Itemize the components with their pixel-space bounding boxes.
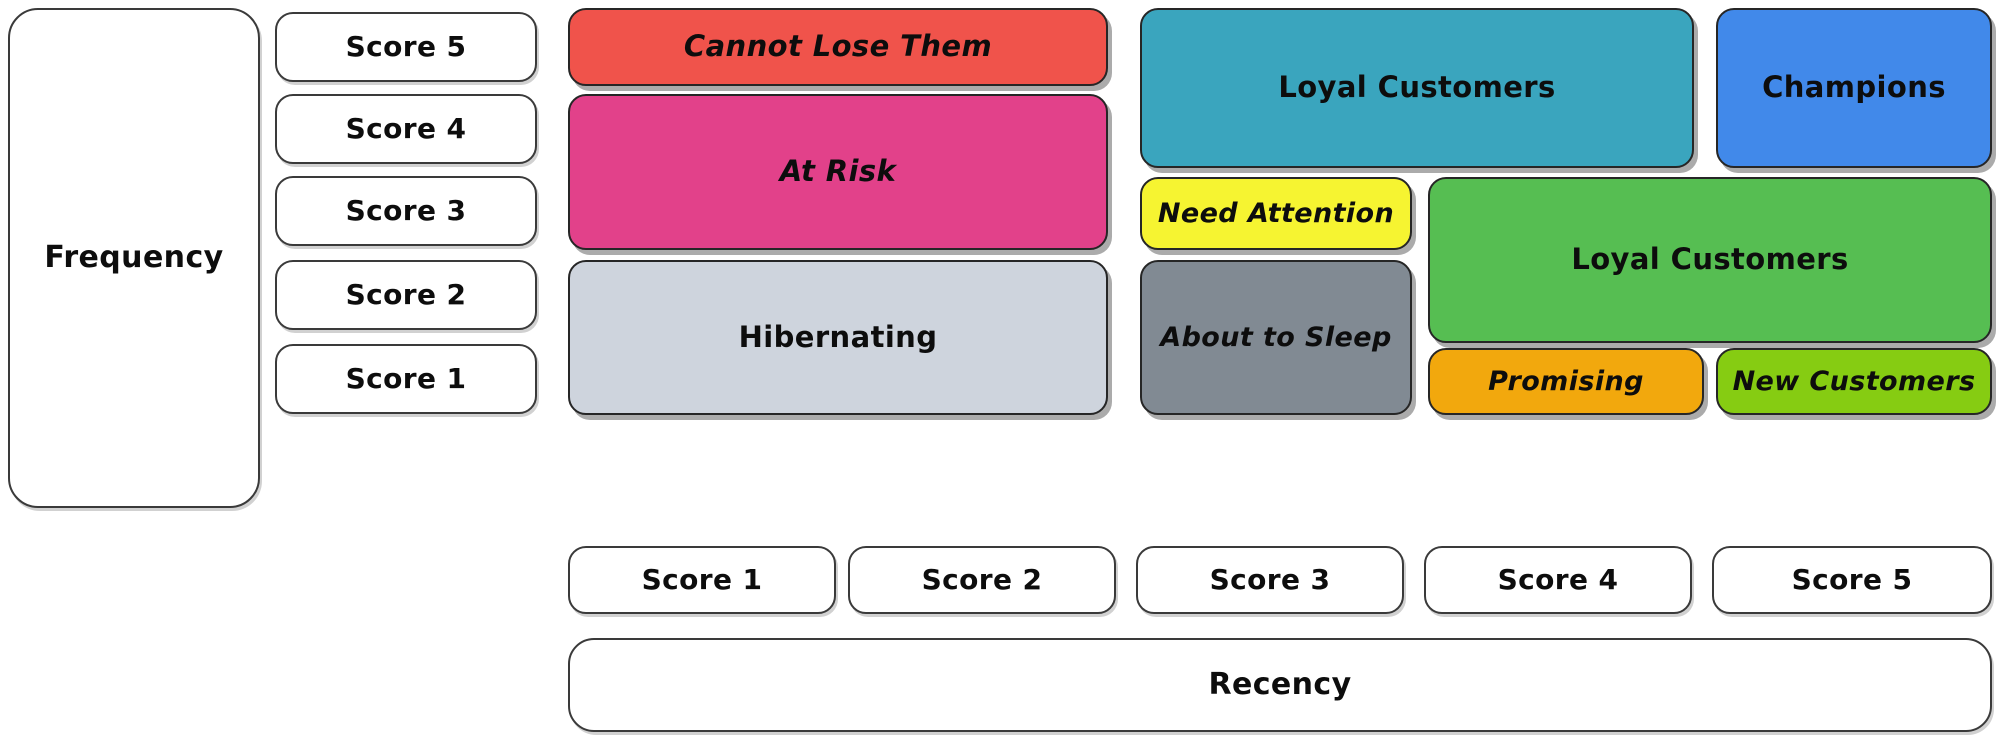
frequency-score-4: Score 4 <box>275 94 537 164</box>
recency-score-2: Score 2 <box>848 546 1116 614</box>
recency-score-1: Score 1 <box>568 546 836 614</box>
segment-need-attention[interactable]: Need Attention <box>1140 177 1412 250</box>
segment-hibernating[interactable]: Hibernating <box>568 260 1108 415</box>
segment-cannot-lose-them[interactable]: Cannot Lose Them <box>568 8 1108 86</box>
segment-about-to-sleep[interactable]: About to Sleep <box>1140 260 1412 415</box>
recency-axis-label: Recency <box>568 638 1992 732</box>
frequency-score-2: Score 2 <box>275 260 537 330</box>
frequency-score-1: Score 1 <box>275 344 537 414</box>
recency-score-5: Score 5 <box>1712 546 1992 614</box>
frequency-axis-label: Frequency <box>8 8 260 508</box>
recency-score-4: Score 4 <box>1424 546 1692 614</box>
recency-score-3: Score 3 <box>1136 546 1404 614</box>
frequency-score-3: Score 3 <box>275 176 537 246</box>
segment-loyal-customers-green[interactable]: Loyal Customers <box>1428 177 1992 343</box>
segment-new-customers[interactable]: New Customers <box>1716 348 1992 415</box>
segment-promising[interactable]: Promising <box>1428 348 1704 415</box>
segment-champions[interactable]: Champions <box>1716 8 1992 168</box>
segment-at-risk[interactable]: At Risk <box>568 94 1108 250</box>
frequency-score-5: Score 5 <box>275 12 537 82</box>
segment-loyal-customers-teal[interactable]: Loyal Customers <box>1140 8 1694 168</box>
